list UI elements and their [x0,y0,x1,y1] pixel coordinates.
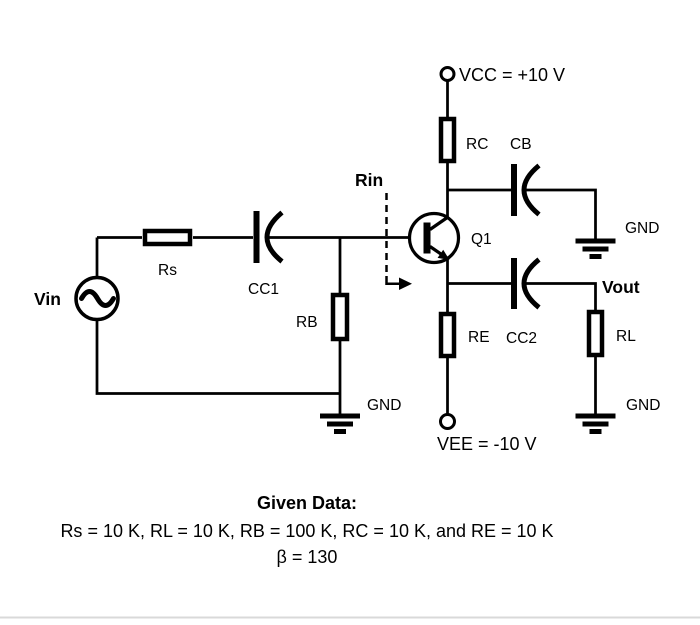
given-data-block: Given Data: Rs = 10 K, RL = 10 K, RB = 1… [60,493,553,567]
cb-plate-curved [521,163,541,217]
q1-transistor: Q1 [407,211,492,265]
sine-wave-icon [79,289,116,308]
q1-body-circle [407,211,461,265]
rs-resistor-body [142,228,193,247]
given-data-heading: Given Data: [257,493,357,513]
ground-symbol-top [575,238,616,259]
wire-cb-to-ground [524,188,597,239]
vee-terminal: VEE = -10 V [437,413,537,454]
re-label: RE [468,329,490,346]
cc1-label: CC1 [248,281,279,298]
cc2-capacitor: CC2 [506,257,541,347]
rin-arrowhead [399,277,412,290]
vee-terminal-circle [439,413,456,430]
vcc-label: VCC = +10 V [459,65,565,85]
rc-label: RC [466,136,488,153]
rin-label: Rin [355,170,383,190]
cb-label: CB [510,136,532,153]
rl-resistor: RL [586,309,636,358]
q1-collector-line [429,215,449,231]
given-data-line2: β = 130 [277,547,338,567]
vee-label: VEE = -10 V [437,434,537,454]
rb-label: RB [296,314,318,331]
gnd-middle-label: GND [367,397,401,414]
wire-cc2-to-rl [524,282,597,310]
rl-label: RL [616,328,636,345]
cc1-capacitor: CC1 [248,210,284,298]
vcc-terminal: VCC = +10 V [439,65,565,85]
cc2-label: CC2 [506,330,537,347]
rb-resistor-body [330,292,350,342]
vout-label: Vout [602,277,640,297]
ground-symbol-bottom [575,413,616,434]
cb-capacitor: CB [510,136,541,217]
rc-resistor: RC [438,116,488,164]
gnd-top-label: GND [625,220,659,237]
rc-resistor-body [438,116,457,164]
rb-resistor: RB [296,292,350,342]
rin-marker: Rin [355,170,412,290]
cc2-plate-curved [521,257,541,310]
vin-source: Vin [34,275,120,322]
rl-resistor-body [586,309,605,358]
ground-symbol-middle [320,413,360,434]
rin-arrow-elbow [385,276,400,285]
wire-bottom-return [95,319,340,395]
vcc-terminal-circle [439,66,456,82]
q1-label: Q1 [471,231,492,248]
gnd-bottom-label: GND [626,397,660,414]
given-data-line1: Rs = 10 K, RL = 10 K, RB = 100 K, RC = 1… [60,521,553,541]
rs-resistor: Rs [142,228,193,279]
q1-emitter-arrow [437,249,450,260]
wires [95,80,597,415]
re-resistor-body [438,311,457,359]
rs-label: Rs [158,262,177,279]
cc1-plate-curved [264,210,284,264]
re-resistor: RE [438,311,490,359]
vin-label: Vin [34,289,61,309]
